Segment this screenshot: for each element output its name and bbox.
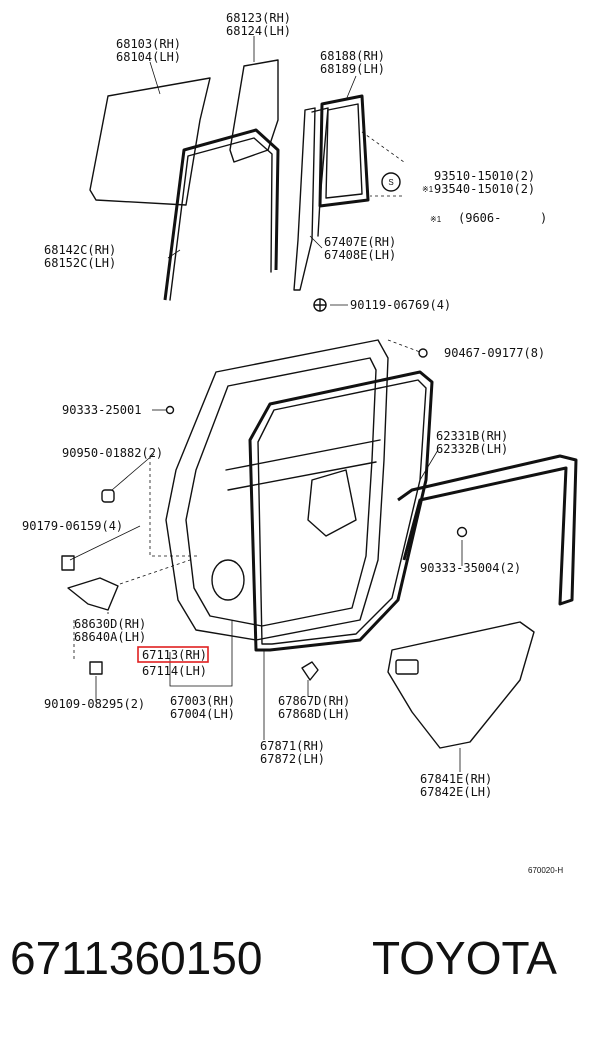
leader-lines bbox=[69, 36, 463, 772]
label-68142: 68142C(RH) bbox=[44, 243, 116, 257]
bolt-90179-icon bbox=[61, 555, 75, 571]
cover-window-icon bbox=[395, 659, 419, 675]
figure-code: 670020-H bbox=[528, 866, 563, 875]
service-cover-67841 bbox=[387, 621, 535, 749]
label-note-close: ) bbox=[540, 211, 547, 225]
label-67113: 67113(RH) bbox=[142, 648, 207, 662]
stopper-67867 bbox=[301, 661, 319, 681]
label-67003: 67003(RH) bbox=[170, 694, 235, 708]
inner-panel-speaker bbox=[211, 559, 245, 601]
brand-name: TOYOTA bbox=[372, 932, 557, 984]
door-shell-67003 bbox=[165, 339, 389, 641]
label-68104: 68104(LH) bbox=[116, 50, 181, 64]
highlight-box-67113 bbox=[137, 646, 209, 663]
label-note-9606: (9606- bbox=[458, 211, 501, 225]
door-weatherstrip-inner bbox=[257, 379, 427, 645]
door-shell-inner bbox=[185, 357, 377, 627]
label-67868: 67868D(LH) bbox=[278, 707, 350, 721]
screw-90119-cross bbox=[313, 298, 327, 312]
run-channel-68142 bbox=[163, 128, 280, 301]
label-90950: 90950-01882(2) bbox=[62, 446, 163, 460]
label-68152: 68152C(LH) bbox=[44, 256, 116, 270]
clip-90333b-icon bbox=[456, 526, 468, 538]
asterisk-mark-b: ※1 bbox=[430, 215, 442, 224]
dashed-guides bbox=[73, 131, 421, 660]
label-68124: 68124(LH) bbox=[226, 24, 291, 38]
label-90333-25001: 90333-25001 bbox=[62, 403, 141, 417]
label-67114: 67114(LH) bbox=[142, 664, 207, 678]
label-68188: 68188(RH) bbox=[320, 49, 385, 63]
label-68640: 68640A(LH) bbox=[74, 630, 146, 644]
label-62331: 62331B(RH) bbox=[436, 429, 508, 443]
inner-panel-pocket bbox=[307, 469, 357, 537]
asterisk-mark: ※1 bbox=[422, 185, 434, 194]
s-circle-icon bbox=[381, 172, 401, 192]
division-bar-67407 bbox=[293, 107, 316, 291]
label-67872: 67872(LH) bbox=[260, 752, 325, 766]
label-68123: 68123(RH) bbox=[226, 11, 291, 25]
label-90179: 90179-06159(4) bbox=[22, 519, 123, 533]
division-bar-strip bbox=[311, 107, 329, 237]
label-67407: 67407E(RH) bbox=[324, 235, 396, 249]
part-number: 6711360150 bbox=[10, 932, 263, 984]
window-glass-68123 bbox=[229, 59, 279, 163]
label-67867: 67867D(RH) bbox=[278, 694, 350, 708]
label-67871: 67871(RH) bbox=[260, 739, 325, 753]
quarter-frame-inner bbox=[325, 103, 363, 199]
bolt-90109-icon bbox=[89, 661, 103, 675]
label-93540: 93540-15010(2) bbox=[434, 182, 535, 196]
s-circle-letter: S bbox=[388, 178, 393, 187]
label-90467: 90467-09177(8) bbox=[444, 346, 545, 360]
label-67004: 67004(LH) bbox=[170, 707, 235, 721]
label-67842: 67842E(LH) bbox=[420, 785, 492, 799]
label-90119: 90119-06769(4) bbox=[350, 298, 451, 312]
label-67408: 67408E(LH) bbox=[324, 248, 396, 262]
weatherstrip-62331 bbox=[397, 454, 578, 606]
run-channel-inner bbox=[169, 137, 273, 301]
label-90333-35004: 90333-35004(2) bbox=[420, 561, 521, 575]
label-67841: 67841E(RH) bbox=[420, 772, 492, 786]
clip-90467-icon bbox=[418, 348, 428, 358]
quarter-frame-68188 bbox=[318, 94, 370, 208]
inner-panel-rail bbox=[225, 439, 381, 491]
label-68189: 68189(LH) bbox=[320, 62, 385, 76]
label-68103: 68103(RH) bbox=[116, 37, 181, 51]
plug-90950-icon bbox=[101, 489, 115, 503]
hinge-68630 bbox=[67, 577, 119, 611]
quarter-glass-68103 bbox=[89, 77, 211, 206]
label-90109: 90109-08295(2) bbox=[44, 697, 145, 711]
label-68630: 68630D(RH) bbox=[74, 617, 146, 631]
footer: 6711360150 TOYOTA bbox=[0, 935, 600, 1015]
clip-90333a-icon bbox=[165, 405, 175, 415]
door-weatherstrip-67871 bbox=[248, 370, 434, 652]
label-93510: 93510-15010(2) bbox=[434, 169, 535, 183]
label-62332: 62332B(LH) bbox=[436, 442, 508, 456]
